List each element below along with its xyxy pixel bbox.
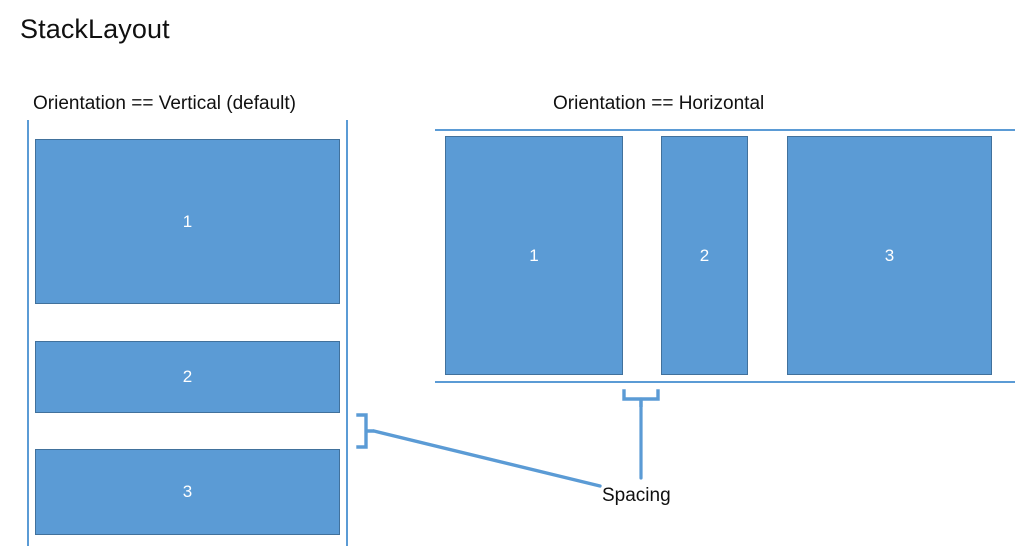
horizontal-section-caption: Orientation == Horizontal [553, 93, 765, 114]
horizontal-stack-item-2[interactable]: 2 [661, 136, 748, 375]
horizontal-stack-item-3[interactable]: 3 [787, 136, 992, 375]
vertical-stack-item-3[interactable]: 3 [35, 449, 340, 535]
spacing-annotation-label: Spacing [602, 485, 671, 506]
vertical-stack-right-guide-line [346, 120, 348, 546]
horizontal-stack-bottom-guide-line [435, 381, 1015, 383]
horizontal-spacing-brace-icon [622, 389, 660, 407]
page-title: StackLayout [20, 14, 170, 44]
vertical-stack-item-2[interactable]: 2 [35, 341, 340, 413]
vertical-spacing-brace-icon [356, 413, 374, 449]
vertical-spacing-leader-line [372, 429, 602, 488]
horizontal-stack-top-guide-line [435, 129, 1015, 131]
vertical-section-caption: Orientation == Vertical (default) [33, 93, 296, 114]
vertical-stack-item-1[interactable]: 1 [35, 139, 340, 304]
vertical-stack-left-guide-line [27, 120, 29, 546]
